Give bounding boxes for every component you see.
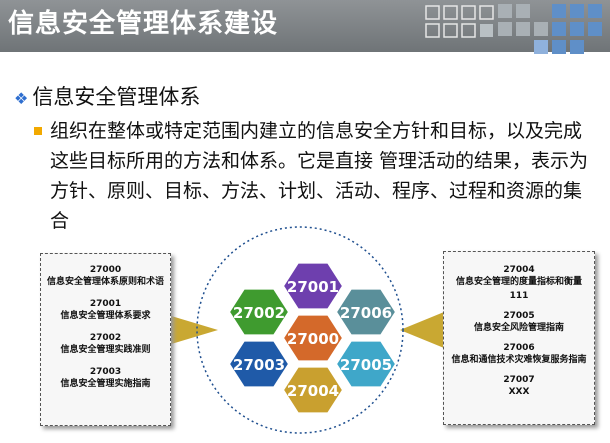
hexagon-shape <box>281 313 345 363</box>
hexagon-shape <box>334 287 398 337</box>
standard-code: 27005 <box>503 311 535 321</box>
left-standards-box: 27000 信息安全管理体系原则和术语 27001 信息安全管理体系要求 27002 信息… <box>40 253 171 426</box>
standard-name: 信息安全管理体系原则和术语 <box>46 277 164 287</box>
standard-code: 27004 <box>503 265 535 275</box>
standard-code: 27000 <box>89 265 122 275</box>
hexagon-label: 27000 <box>287 330 339 348</box>
hexagon-label: 27005 <box>340 356 392 374</box>
standard-entry: 27002 信息安全管理实践准则 <box>41 332 170 356</box>
standard-code: 111 <box>509 291 529 301</box>
right-connector-arrow <box>400 312 444 348</box>
hexagon-label: 27004 <box>287 382 339 400</box>
standard-name: 信息安全管理的度量指标和衡量 <box>455 277 582 287</box>
standard-name: 信息安全风险管理指南 <box>473 323 564 333</box>
standard-code: 27002 <box>89 333 122 343</box>
subheading: ❖信息安全管理体系 <box>14 84 200 112</box>
hexagon-label: 27002 <box>233 304 285 322</box>
standard-code: 27001 <box>89 299 122 309</box>
hexagon-shape <box>227 339 291 389</box>
standard-entry: 111 <box>444 290 594 302</box>
slide-title: 信息安全管理体系建设 <box>8 9 279 39</box>
hexagon-shape <box>334 339 398 389</box>
hexagon-27004: 27004 <box>281 365 345 415</box>
standard-entry: 27004 信息安全管理的度量指标和衡量 <box>444 264 594 288</box>
standard-code: 27007 <box>503 375 535 385</box>
hexagon-label: 27001 <box>287 278 339 296</box>
hexagon-27006: 27006 <box>334 287 398 337</box>
standard-entry: 27006 信息和通信技术灾难恢复服务指南 <box>444 342 594 366</box>
header-decoration <box>425 4 602 54</box>
standard-entry: 27005 信息安全风险管理指南 <box>444 310 594 334</box>
subheading-text: 信息安全管理体系 <box>32 85 201 109</box>
standard-name: 信息和通信技术灾难恢复服务指南 <box>451 355 587 365</box>
description-text: 组织在整体或特定范围内建立的信息安全方针和目标，以及完成这些目标所用的方法和体系… <box>50 120 589 232</box>
standard-code: 27003 <box>89 367 122 377</box>
dotted-circle <box>196 226 404 434</box>
hexagon-27001: 27001 <box>281 261 345 311</box>
header-bar: 信息安全管理体系建设 <box>0 0 610 54</box>
standard-code: 27006 <box>503 343 535 353</box>
square-bullet-icon <box>34 127 42 135</box>
standard-name: 信息安全管理实践准则 <box>60 345 151 355</box>
hexagon-label: 27006 <box>340 304 392 322</box>
hexagon-27002: 27002 <box>227 287 291 337</box>
hexagon-shape <box>281 365 345 415</box>
standard-entry: 27003 信息安全管理实施指南 <box>41 366 170 390</box>
standard-name: 信息安全管理体系要求 <box>60 311 151 321</box>
hexagon-shape <box>281 261 345 311</box>
left-connector-arrow <box>168 315 218 345</box>
standard-name: 信息安全管理实施指南 <box>60 379 151 389</box>
hexagon-27003: 27003 <box>227 339 291 389</box>
description: 组织在整体或特定范围内建立的信息安全方针和目标，以及完成这些目标所用的方法和体系… <box>34 116 590 236</box>
hexagon-label: 27003 <box>233 356 285 374</box>
hexagon-shape <box>227 287 291 337</box>
standard-name: XXX <box>508 387 530 397</box>
hexagon-27005: 27005 <box>334 339 398 389</box>
standard-entry: 27001 信息安全管理体系要求 <box>41 298 170 322</box>
hexagon-27000: 27000 <box>281 313 345 363</box>
diamond-bullet-icon: ❖ <box>14 89 29 108</box>
standard-entry: 27000 信息安全管理体系原则和术语 <box>41 264 170 288</box>
